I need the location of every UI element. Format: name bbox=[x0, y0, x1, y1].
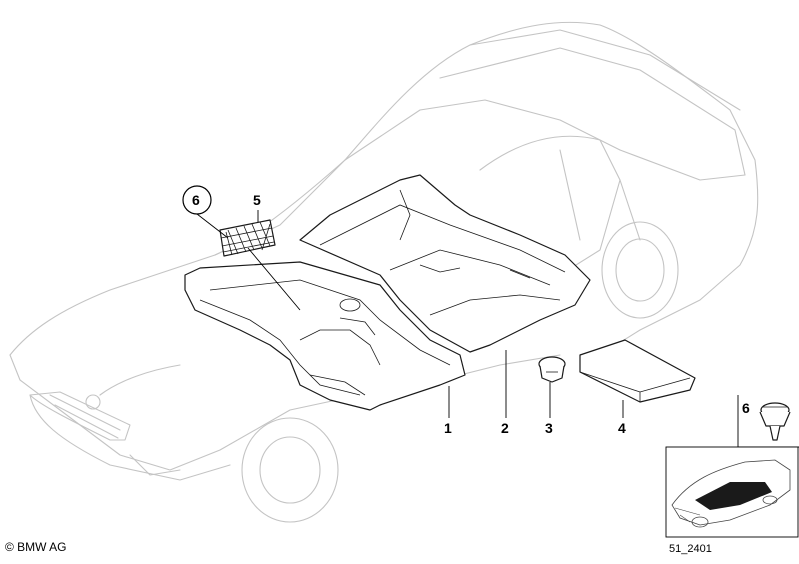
part-3-fastener bbox=[538, 356, 566, 383]
callout-5: 5 bbox=[253, 192, 261, 208]
callout-6-circle bbox=[182, 185, 212, 215]
thumbnail-grille bbox=[674, 507, 701, 523]
leader-6-extension bbox=[247, 247, 301, 311]
inset-location-thumbnail bbox=[665, 446, 799, 538]
thumbnail-wheel-rear bbox=[762, 495, 778, 505]
callout-2: 2 bbox=[501, 420, 509, 436]
thumbnail-highlight-floor bbox=[695, 482, 772, 510]
callout-6-inset: 6 bbox=[742, 400, 750, 416]
part-5-mesh-panel bbox=[219, 219, 276, 257]
part-4-insulation-pad bbox=[579, 339, 696, 403]
leader-lines bbox=[196, 210, 624, 418]
callout-6: 6 bbox=[192, 192, 200, 208]
diagram-code: 51_2401 bbox=[669, 543, 712, 555]
thumbnail-wheel-front bbox=[691, 516, 709, 528]
callout-3: 3 bbox=[545, 420, 553, 436]
inset-part-6: 6 bbox=[737, 395, 799, 448]
thumbnail-car-outline bbox=[671, 459, 791, 526]
callout-4: 4 bbox=[618, 420, 626, 436]
leader-6 bbox=[196, 213, 229, 239]
callout-1: 1 bbox=[444, 420, 452, 436]
part-1-front-floor-carpet bbox=[184, 261, 466, 411]
copyright-notice: © BMW AG bbox=[5, 540, 67, 554]
callout-labels: 1 2 3 4 5 6 bbox=[182, 185, 626, 436]
part-2-rear-floor-carpet bbox=[299, 174, 591, 353]
